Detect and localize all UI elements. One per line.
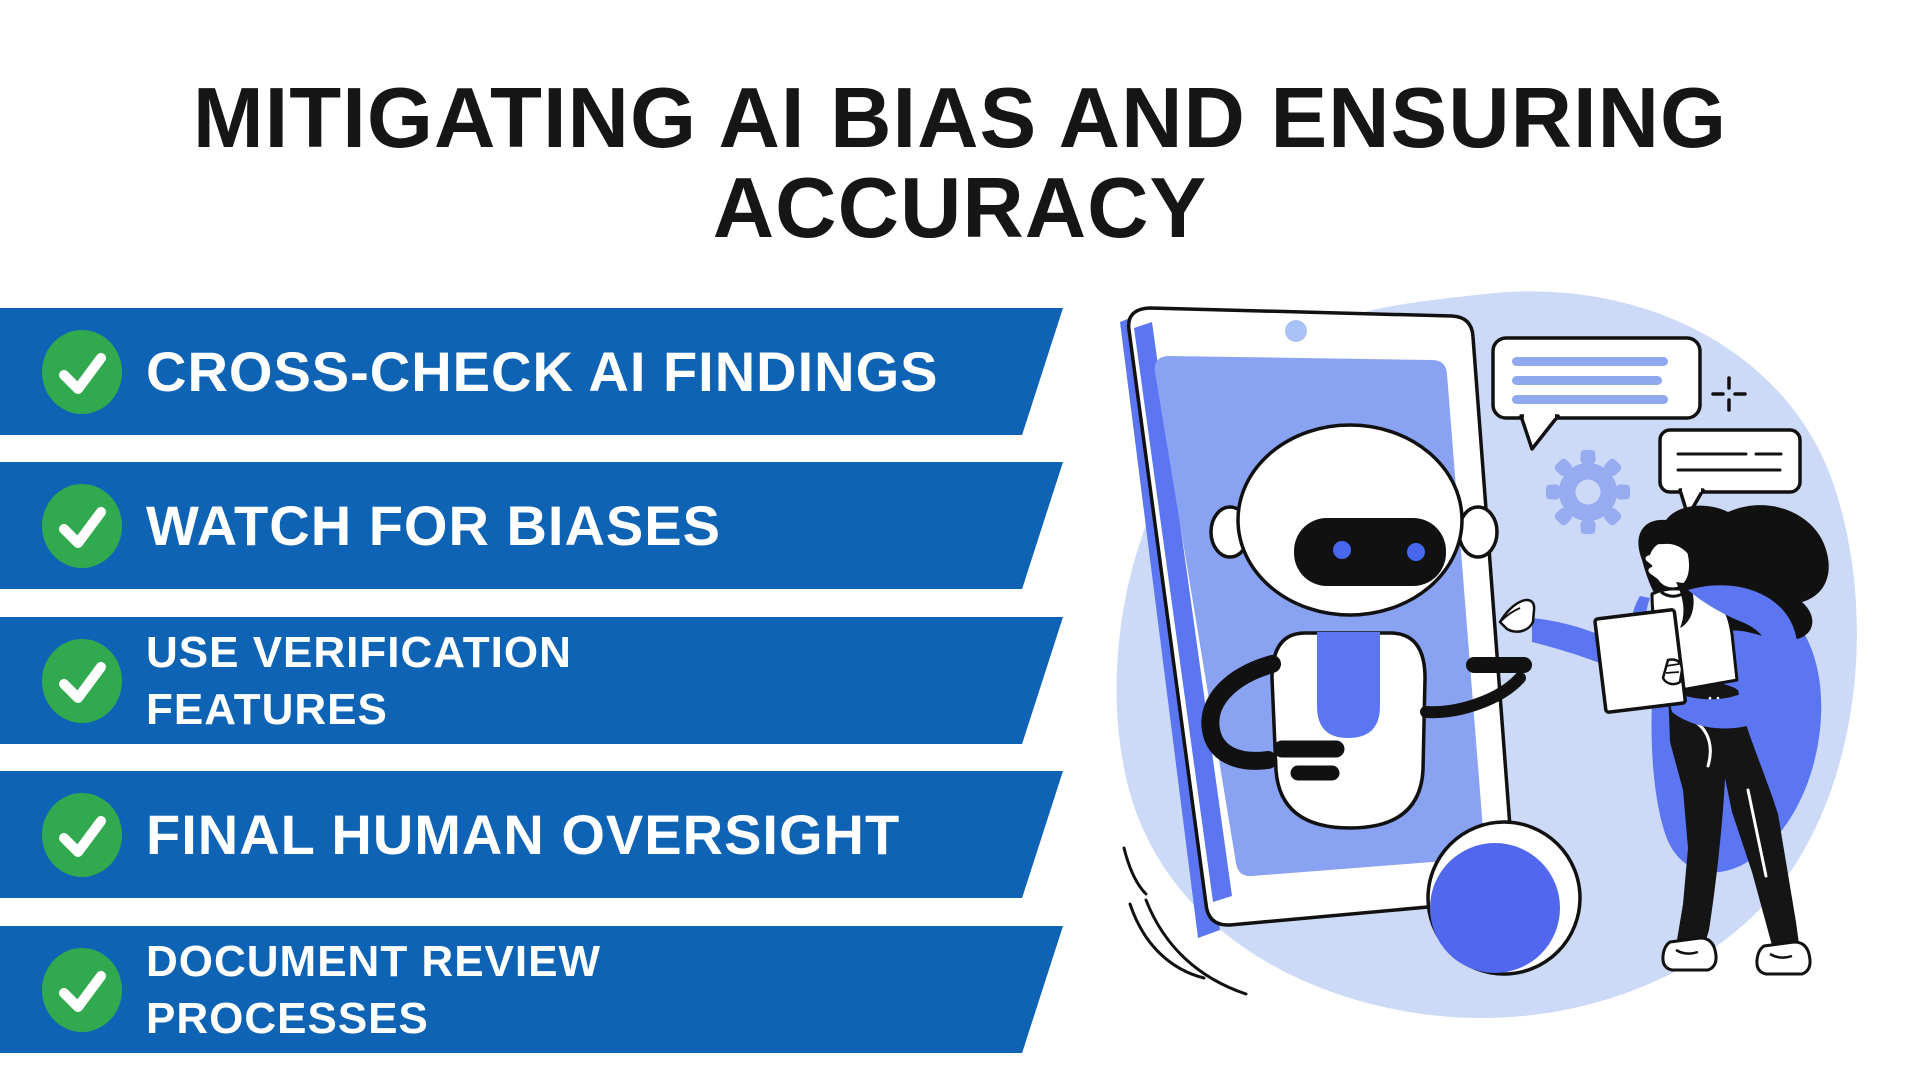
check-circle-icon <box>42 638 122 723</box>
checklist-item-5-label: DOCUMENT REVIEW PROCESSES <box>146 933 601 1047</box>
motion-lines <box>1122 846 1248 996</box>
holding-hand-fingers <box>1665 663 1680 674</box>
checklist-item-2-line1: WATCH FOR BIASES <box>146 493 721 557</box>
checklist-item-5-line1: DOCUMENT REVIEW <box>146 936 601 986</box>
page-title-line2: ACCURACY <box>712 161 1208 256</box>
check-circle-icon <box>42 947 122 1032</box>
checklist-item-4: FINAL HUMAN OVERSIGHT <box>0 771 1063 898</box>
check-circle-icon <box>42 792 122 877</box>
page-title: MITIGATING AI BIAS AND ENSURING ACCURACY <box>0 74 1920 254</box>
robot-visor <box>1294 518 1446 586</box>
sneaker-right-lace <box>1769 952 1793 959</box>
woman-pointing-hand <box>1498 598 1536 633</box>
checklist-item-3-label: USE VERIFICATION FEATURES <box>146 624 572 738</box>
woman-hair-strand <box>1676 582 1694 628</box>
robot-arm-right <box>1420 672 1526 719</box>
speech-bubble-icon <box>1491 336 1702 451</box>
page-title-line1: MITIGATING AI BIAS AND ENSURING <box>192 71 1728 166</box>
checklist-item-1: CROSS-CHECK AI FINDINGS <box>0 308 1063 435</box>
clipboard <box>1593 608 1687 714</box>
checklist-item-3-line1: USE VERIFICATION <box>146 627 572 677</box>
woman <box>1498 505 1829 976</box>
checklist-item-3-line2: FEATURES <box>146 684 388 734</box>
ai-robot-illustration <box>1116 291 1857 1019</box>
shawl-right-sweep <box>1666 585 1799 729</box>
checklist-item-2: WATCH FOR BIASES <box>0 462 1063 589</box>
robot-eye-right <box>1407 543 1425 561</box>
robot-chest-panel <box>1317 632 1380 738</box>
checklist-item-4-line1: FINAL HUMAN OVERSIGHT <box>146 802 901 866</box>
woman-hair-front <box>1646 525 1697 562</box>
robot-eye-left <box>1333 541 1351 559</box>
checklist-item-4-label: FINAL HUMAN OVERSIGHT <box>146 803 900 867</box>
checklist-item-1-line1: CROSS-CHECK AI FINDINGS <box>146 339 939 403</box>
gear-icon <box>1546 450 1630 534</box>
check-circle-icon <box>42 329 122 414</box>
checklist-item-3: USE VERIFICATION FEATURES <box>0 617 1063 744</box>
checklist-item-1-label: CROSS-CHECK AI FINDINGS <box>146 340 939 404</box>
tablet-side-face <box>1134 322 1232 902</box>
robot-icon <box>1201 423 1532 830</box>
checklist-item-2-label: WATCH FOR BIASES <box>146 494 721 558</box>
plus-cursor-icon <box>1711 376 1747 412</box>
speech-bubble-icon <box>1658 428 1802 518</box>
pointing-hand-finger <box>1500 607 1521 622</box>
robot-ear-right <box>1457 505 1499 559</box>
woman-pants <box>1668 682 1799 952</box>
checklist-item-5: DOCUMENT REVIEW PROCESSES <box>0 926 1063 1053</box>
robot-arm-left <box>1201 655 1281 770</box>
blue-circle <box>1426 820 1582 976</box>
checklist-item-5-line2: PROCESSES <box>146 993 429 1043</box>
sneaker-left-lace <box>1675 948 1699 955</box>
robot-claw-hand <box>1273 740 1345 781</box>
tablet-camera <box>1285 320 1307 342</box>
check-circle-icon <box>42 483 122 568</box>
